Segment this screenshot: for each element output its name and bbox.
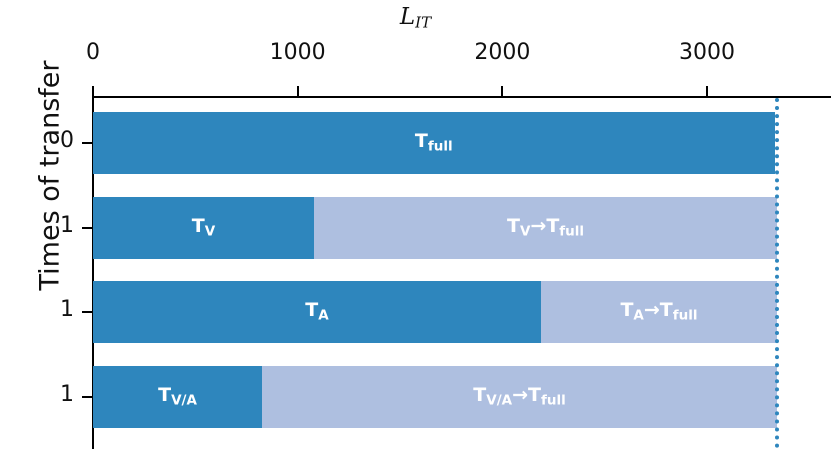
bar-segment[interactable]: TA→Tfull bbox=[541, 281, 777, 343]
y-tick-label: 1 bbox=[60, 213, 74, 238]
x-tick-label: 1000 bbox=[269, 40, 326, 65]
x-tick-mark bbox=[296, 86, 299, 97]
y-tick-mark bbox=[82, 142, 93, 144]
bar-segment[interactable]: TA bbox=[93, 281, 541, 343]
bar-segment-label: TA bbox=[305, 299, 329, 324]
bar-segment[interactable]: TV/A→Tfull bbox=[262, 366, 777, 428]
bar-segment[interactable]: TV/A bbox=[93, 366, 263, 428]
x-axis-title: LIT bbox=[0, 4, 831, 31]
y-tick-mark bbox=[82, 311, 93, 313]
bar-segment[interactable]: Tfull bbox=[93, 112, 775, 174]
bar-segment[interactable]: TV→Tfull bbox=[314, 197, 777, 259]
y-tick-label: 1 bbox=[60, 382, 74, 407]
y-tick-label: 0 bbox=[60, 128, 74, 153]
bar-segment-label: TA→Tfull bbox=[620, 299, 698, 324]
x-tick-label: 3000 bbox=[679, 40, 735, 65]
y-tick-mark bbox=[82, 396, 93, 398]
bar-segment-label: TV bbox=[191, 215, 216, 240]
y-tick-mark bbox=[82, 227, 93, 229]
bar-segment-label: TV/A bbox=[158, 384, 197, 409]
x-tick-label: 0 bbox=[86, 40, 100, 65]
bar-segment-label: TV→Tfull bbox=[506, 215, 585, 240]
x-tick-label: 2000 bbox=[474, 40, 531, 65]
bar-row[interactable]: TA TA→Tfull bbox=[93, 281, 777, 343]
y-tick-label: 1 bbox=[60, 297, 74, 322]
x-axis-spine bbox=[93, 96, 831, 98]
x-tick-mark bbox=[501, 86, 504, 97]
bar-segment[interactable]: TV bbox=[93, 197, 315, 259]
x-tick-mark bbox=[706, 86, 708, 97]
x-axis-title-subscript: IT bbox=[415, 13, 432, 32]
bar-segment-label: Tfull bbox=[414, 130, 453, 155]
x-axis-title-base: L bbox=[399, 4, 416, 30]
y-axis-spine bbox=[92, 96, 94, 449]
bar-row[interactable]: TV TV→Tfull bbox=[93, 197, 777, 259]
bar-row[interactable]: Tfull bbox=[93, 112, 775, 174]
bar-segment-label: TV/A→Tfull bbox=[473, 384, 566, 409]
bar-row[interactable]: TV/A TV/A→Tfull bbox=[93, 366, 777, 428]
reference-line bbox=[774, 98, 779, 448]
x-tick-mark bbox=[92, 86, 94, 97]
